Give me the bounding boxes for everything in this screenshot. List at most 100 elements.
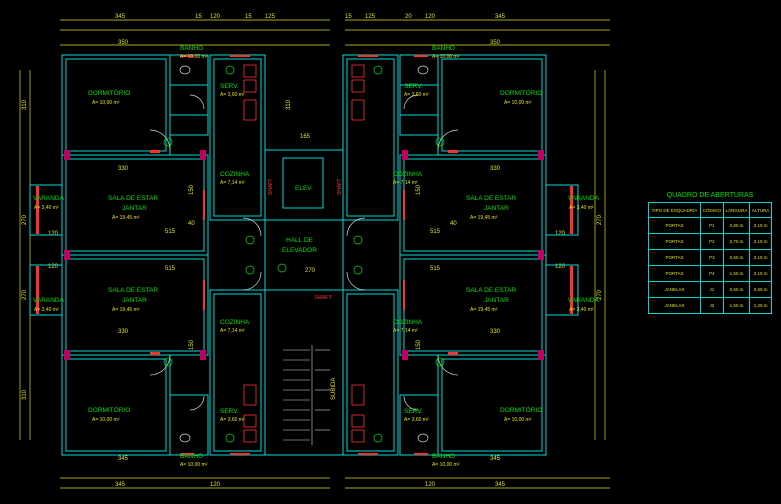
table-cell: P1 <box>700 217 724 234</box>
dim-345-br2: 345 <box>495 482 506 488</box>
wall-serv-tl <box>169 84 209 136</box>
dim-345-br: 345 <box>490 456 501 462</box>
dim-125-tr: 125 <box>365 14 376 20</box>
wall-cozinha-tl <box>209 54 266 221</box>
dim-120-br: 120 <box>425 482 436 488</box>
wall-elevator-shaft <box>282 157 324 209</box>
top-dimension-lines <box>19 19 610 489</box>
dim-120-vr2: 120 <box>555 264 566 270</box>
red-openings <box>36 55 573 455</box>
wall-serv-tr <box>399 84 439 136</box>
table-cell: 1,20 m <box>749 297 772 314</box>
label-jantar-br: JANTAR <box>484 297 509 304</box>
header-altura: ALTURA <box>749 202 772 218</box>
table-cell: J1 <box>700 281 724 298</box>
area-cozinha-br: A= 7,14 m² <box>393 328 418 334</box>
label-sala-tr: SALA DE ESTAR <box>466 195 516 202</box>
walls <box>29 54 579 456</box>
wall-hall <box>264 219 344 291</box>
label-elevador: ELEVADOR <box>282 247 317 254</box>
area-banho-bl: A= 10,00 m² <box>180 462 208 468</box>
dim-120-vl2: 120 <box>48 264 59 270</box>
area-cozinha-tl: A= 7,14 m² <box>220 180 245 186</box>
table-cell: P2 <box>700 233 724 250</box>
dimension-texts: 345 15 120 15 125 15 125 20 120 345 350 … <box>48 14 566 488</box>
dim-515-r: 515 <box>430 229 441 235</box>
dim-330-ml: 330 <box>118 166 129 172</box>
area-sala-tr: A= 19,45 m² <box>470 215 498 221</box>
label-serv-br: SERV. <box>404 408 423 415</box>
toilets <box>179 65 429 443</box>
table-cell: J2 <box>700 297 724 314</box>
area-sala-bl: A= 19,45 m² <box>112 307 140 313</box>
label-elev: ELEV. <box>295 185 313 192</box>
table-cell: PORTAS <box>647 233 702 250</box>
dim-315-l: 310 <box>22 99 28 110</box>
area-varanda-tl: A= 3,40 m² <box>34 205 59 211</box>
table-cell: 0,70 m <box>722 233 751 250</box>
label-serv-tl: SERV. <box>220 83 239 90</box>
label-sala-br: SALA DE ESTAR <box>466 287 516 294</box>
label-dormitorio-tl: DORMITÓRIO <box>88 88 130 97</box>
table-cell: 2,10 m <box>749 217 772 234</box>
wall-cozinha-bl <box>209 289 266 456</box>
area-varanda-tr: A= 3,40 m² <box>569 205 594 211</box>
area-cozinha-bl: A= 7,14 m² <box>220 328 245 334</box>
area-serv-tl: A= 3,60 m² <box>220 92 245 98</box>
table-cell: 2,10 m <box>749 249 772 266</box>
wall-stair-core <box>264 289 344 456</box>
area-banho-br: A= 10,00 m² <box>432 462 460 468</box>
wall-sala-bl <box>61 254 209 356</box>
opening-tags <box>163 137 445 367</box>
wall-varanda-br <box>545 264 579 316</box>
table-cell: 1,50 m <box>722 297 751 314</box>
dim-330-bl: 330 <box>118 329 129 335</box>
dim-515-r2: 515 <box>430 266 441 272</box>
label-cozinha-tr: COZINHA <box>393 171 423 178</box>
wall-varanda-tr <box>545 184 579 236</box>
table-cell: JANELAS <box>647 297 702 314</box>
dim-315-l2: 310 <box>22 389 28 400</box>
table-cell: 0,80 m <box>722 217 751 234</box>
area-sala-br: A= 19,45 m² <box>470 307 498 313</box>
wall-varanda-bl <box>29 264 63 316</box>
label-dormitorio-br: DORMITÓRIO <box>500 405 542 414</box>
dim-150-r: 150 <box>416 184 422 195</box>
label-jantar-tl: JANTAR <box>122 205 147 212</box>
dim-345-bl2: 345 <box>115 482 126 488</box>
area-serv-br: A= 3,60 m² <box>404 417 429 423</box>
label-jantar-tr: JANTAR <box>484 205 509 212</box>
table-cell: 1,50 m <box>722 265 751 282</box>
dim-125-tl: 125 <box>265 14 276 20</box>
wall-sala-tr <box>399 154 547 256</box>
dim-15-tl: 15 <box>195 14 202 20</box>
dim-20-tr: 20 <box>405 14 412 20</box>
table-grid: TIPO DE ESQUADRIA CÓDIGO LARGURA ALTURA … <box>647 202 772 314</box>
label-serv-tr: SERV. <box>404 83 423 90</box>
label-banho-bl: BANHO <box>180 453 203 460</box>
label-dormitorio-tr: DORMITÓRIO <box>500 88 542 97</box>
dim-150-l2: 150 <box>189 339 195 350</box>
area-dormitorio-tl: A= 10,00 m² <box>92 100 120 106</box>
label-dormitorio-bl: DORMITÓRIO <box>88 405 130 414</box>
stair-treads <box>283 345 330 445</box>
table-cell: PORTAS <box>647 217 702 234</box>
label-cozinha-bl: COZINHA <box>220 319 250 326</box>
wall-cozinha-tr <box>342 54 399 221</box>
area-banho-tl: A= 10,00 m² <box>180 54 208 60</box>
table-cell: PORTAS <box>647 265 702 282</box>
dim-15-tl2: 15 <box>245 14 252 20</box>
dim-345-tl: 345 <box>115 14 126 20</box>
label-jantar-bl: JANTAR <box>122 297 147 304</box>
table-cell: 2,10 m <box>749 233 772 250</box>
area-sala-tl: A= 19,45 m² <box>112 215 140 221</box>
dim-270: 270 <box>305 268 316 274</box>
dim-275-l: 270 <box>22 214 28 225</box>
area-varanda-bl: A= 3,40 m² <box>34 307 59 313</box>
openings-table: QUADRO DE ABERTURAS TIPO DE ESQUADRIA CÓ… <box>647 192 772 314</box>
